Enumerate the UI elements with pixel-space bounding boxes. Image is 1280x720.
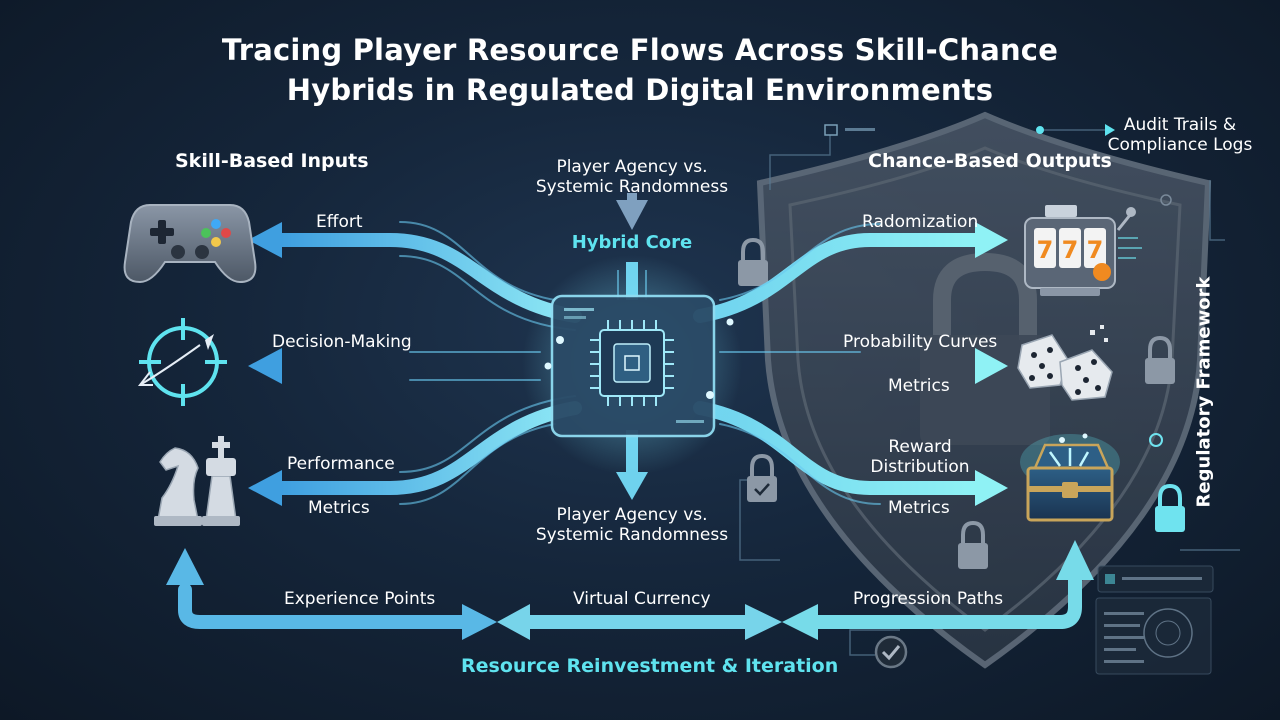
arrow-loop-up-left xyxy=(166,548,204,585)
arrow-randomization xyxy=(975,222,1008,258)
agency-top: Player Agency vs. Systemic Randomness xyxy=(532,157,732,197)
agency-top-line-1: Player Agency vs. xyxy=(556,157,708,177)
audit-line-1: Audit Trails & xyxy=(1123,115,1237,135)
label-experience-points: Experience Points xyxy=(284,589,436,609)
arrow-loop-1 xyxy=(462,604,497,640)
gamepad-icon xyxy=(123,204,257,284)
check-icon xyxy=(874,635,908,669)
label-decision-making: Decision-Making xyxy=(272,332,412,352)
output-flows xyxy=(693,223,982,505)
arrow-agency-bottom xyxy=(616,472,648,500)
title-line-2: Hybrids in Regulated Digital Environment… xyxy=(286,73,994,107)
dice-icon xyxy=(1017,325,1113,401)
svg-text:7: 7 xyxy=(1062,236,1079,264)
label-reinvestment: Resource Reinvestment & Iteration xyxy=(461,655,839,677)
reward-line-2: Distribution xyxy=(870,457,970,477)
arrow-probability xyxy=(975,348,1008,384)
arrow-decision xyxy=(248,348,282,384)
label-input-metrics: Metrics xyxy=(308,498,370,518)
slot-machine-icon: 7 7 7 xyxy=(1024,205,1142,296)
arrow-loop-3 xyxy=(745,604,782,640)
dashboard-panel xyxy=(1095,565,1214,675)
label-effort: Effort xyxy=(316,212,363,232)
agency-bottom: Player Agency vs. Systemic Randomness xyxy=(532,505,732,545)
arrow-loop-up-right xyxy=(1056,540,1094,580)
label-probability-curves: Probability Curves xyxy=(843,332,998,352)
label-virtual-currency: Virtual Currency xyxy=(573,589,711,609)
chip-icon xyxy=(522,255,742,475)
title-line-1: Tracing Player Resource Flows Across Ski… xyxy=(221,33,1059,67)
reward-line-1: Reward xyxy=(888,437,952,457)
label-randomization: Radomization xyxy=(862,212,979,232)
arrow-performance xyxy=(248,470,282,506)
svg-text:7: 7 xyxy=(1037,236,1054,264)
hybrid-core-label: Hybrid Core xyxy=(571,232,693,253)
chance-heading: Chance-Based Outputs xyxy=(868,150,1112,172)
arrow-loop-4 xyxy=(782,604,818,640)
audit-line-2: Compliance Logs xyxy=(1107,135,1253,155)
skill-heading: Skill-Based Inputs xyxy=(175,150,369,172)
crosshair-icon xyxy=(137,318,227,406)
svg-text:7: 7 xyxy=(1087,236,1104,264)
lock-icon xyxy=(1145,335,1175,384)
reinvestment-loop xyxy=(178,573,1082,629)
label-output-metrics-bottom: Metrics xyxy=(888,498,950,518)
circuit-lines xyxy=(739,129,1240,656)
agency-bottom-line-1: Player Agency vs. xyxy=(556,505,708,525)
label-output-metrics-mid: Metrics xyxy=(888,376,950,396)
label-performance: Performance xyxy=(287,454,395,474)
arrow-agency-top xyxy=(616,200,648,230)
lock-icon xyxy=(958,520,988,569)
page-title: Tracing Player Resource Flows Across Ski… xyxy=(0,30,1280,110)
regulatory-label: Regulatory Framework xyxy=(1193,276,1215,508)
chess-icon xyxy=(154,436,240,526)
arrow-loop-2 xyxy=(497,604,530,640)
arrow-reward xyxy=(975,470,1008,506)
lock-icon xyxy=(1155,483,1185,532)
agency-top-line-2: Systemic Randomness xyxy=(535,177,729,197)
lock-icon xyxy=(738,237,768,286)
label-progression-paths: Progression Paths xyxy=(853,589,1004,609)
arrow-effort xyxy=(248,222,282,258)
label-reward-distribution: Reward Distribution xyxy=(860,437,980,477)
lock-icon xyxy=(747,453,777,502)
audit-label: Audit Trails & Compliance Logs xyxy=(1100,115,1260,155)
agency-bottom-line-2: Systemic Randomness xyxy=(535,525,729,545)
treasure-chest-icon xyxy=(1020,433,1120,522)
